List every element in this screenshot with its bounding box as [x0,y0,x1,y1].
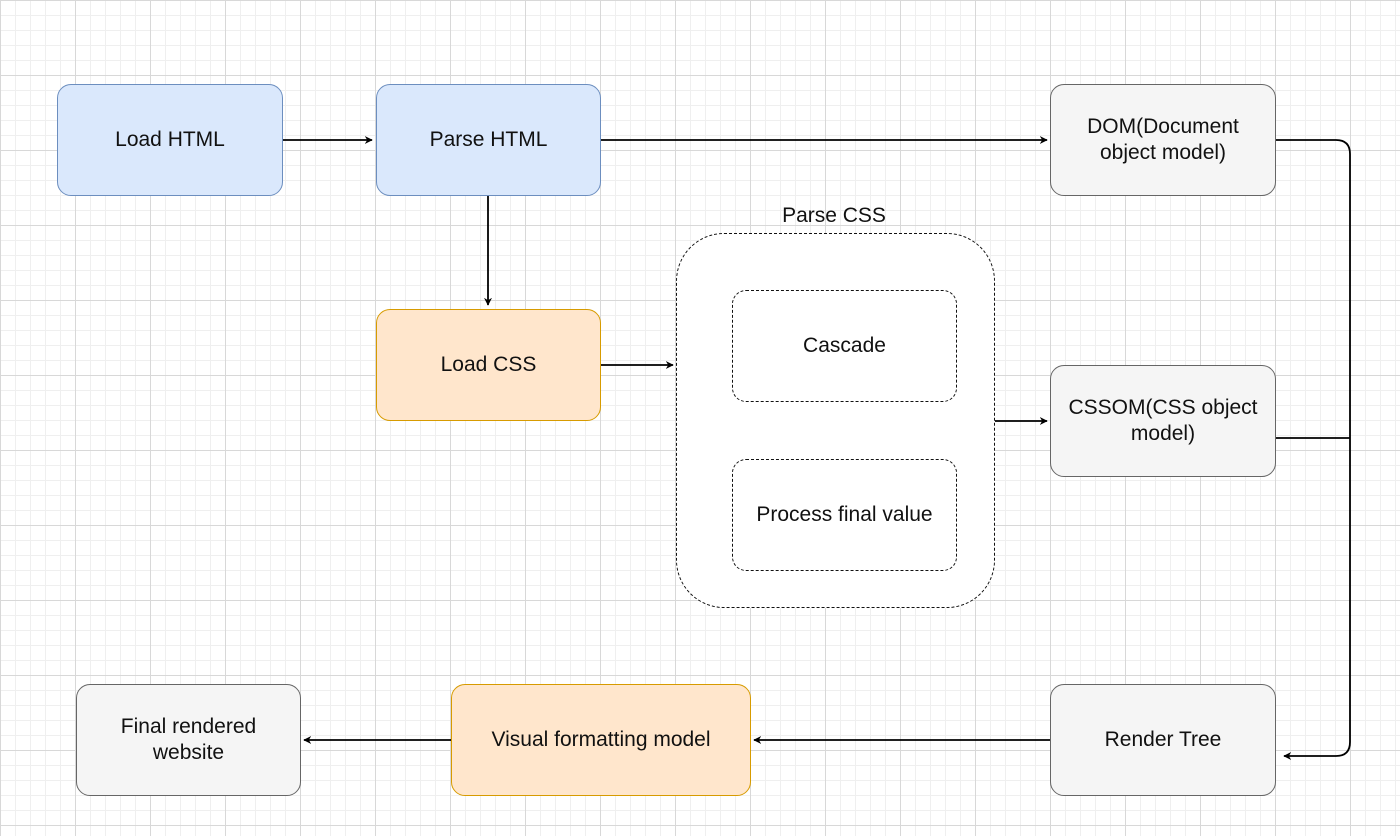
visual-formatting-model-node[interactable]: Visual formatting model [451,684,751,796]
parse-html-node[interactable]: Parse HTML [376,84,601,196]
parse-html-label: Parse HTML [429,128,548,151]
cascade-label: Cascade [803,334,886,357]
render-tree-label: Render Tree [1104,728,1222,751]
render-tree-node[interactable]: Render Tree [1050,684,1276,796]
load-css-node[interactable]: Load CSS [376,309,601,421]
final-rendered-website-label: Final rendered website [120,715,257,764]
cascade-node[interactable]: Cascade [732,290,957,402]
cssom-node[interactable]: CSSOM(CSS object model) [1050,365,1276,477]
process-final-value-label: Process final value [756,503,933,526]
load-html-node[interactable]: Load HTML [57,84,283,196]
dom-node[interactable]: DOM(Document object model) [1050,84,1276,196]
process-final-value-node[interactable]: Process final value [732,459,957,571]
load-html-label: Load HTML [115,128,225,151]
dom-label: DOM(Document object model) [1087,115,1239,164]
load-css-label: Load CSS [440,353,537,376]
parse-css-group-label: Parse CSS [782,204,886,227]
final-rendered-website-node[interactable]: Final rendered website [76,684,301,796]
edge-dom-render-tree [1276,139,1351,760]
cssom-label: CSSOM(CSS object model) [1068,396,1258,445]
visual-formatting-model-label: Visual formatting model [491,728,711,751]
